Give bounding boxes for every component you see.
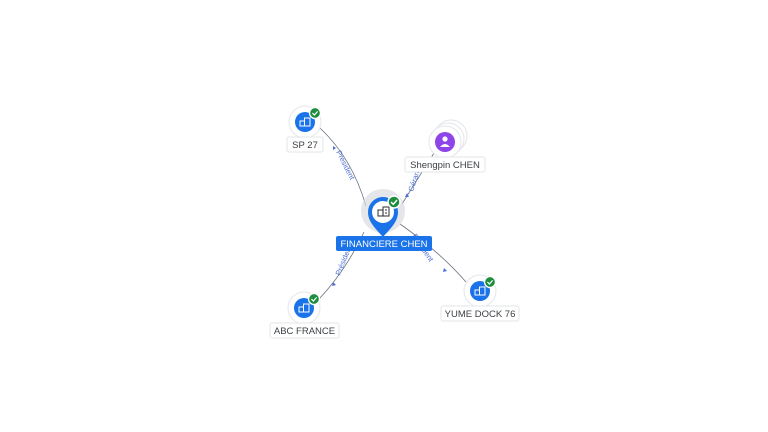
edge-sp27: President xyxy=(319,127,367,207)
building-icon xyxy=(298,303,310,313)
edge-line xyxy=(399,223,467,283)
verified-badge-icon xyxy=(387,195,401,209)
verified-badge-icon xyxy=(307,292,321,306)
node-label: YUME DOCK 76 xyxy=(445,309,516,320)
edge-yume: Président xyxy=(399,223,467,283)
node-label-box xyxy=(286,136,324,153)
building-icon xyxy=(377,206,390,217)
node-circle xyxy=(435,132,455,152)
node-label: Shengpin CHEN xyxy=(410,160,480,171)
edge-line xyxy=(401,149,437,205)
center-label-box xyxy=(336,236,432,251)
edge-arrow xyxy=(405,193,409,197)
person-icon xyxy=(440,136,450,147)
center-node[interactable]: FINANCIERE CHEN xyxy=(336,189,432,251)
node-sp27[interactable]: SP 27 xyxy=(286,105,324,153)
node-shengpin[interactable]: Shengpin CHEN xyxy=(404,119,486,173)
node-label: ABC FRANCE xyxy=(274,326,335,337)
node-yume[interactable]: YUME DOCK 76 xyxy=(440,274,520,322)
center-label: FINANCIERE CHEN xyxy=(340,239,427,250)
node-label: SP 27 xyxy=(292,140,318,151)
node-label-box xyxy=(404,156,486,173)
verified-badge-icon xyxy=(483,275,497,289)
verified-badge-icon xyxy=(308,106,322,120)
edge-arrow xyxy=(332,282,336,286)
node-label-box xyxy=(440,305,520,322)
node-abc[interactable]: ABC FRANCE xyxy=(269,291,340,339)
node-label-box xyxy=(269,322,340,339)
edge-line xyxy=(319,127,367,207)
edge-label-sp27: President xyxy=(334,149,357,182)
edge-arrow xyxy=(443,268,447,272)
edge-arrow xyxy=(333,146,336,150)
building-icon xyxy=(299,117,311,127)
building-icon xyxy=(474,286,486,296)
